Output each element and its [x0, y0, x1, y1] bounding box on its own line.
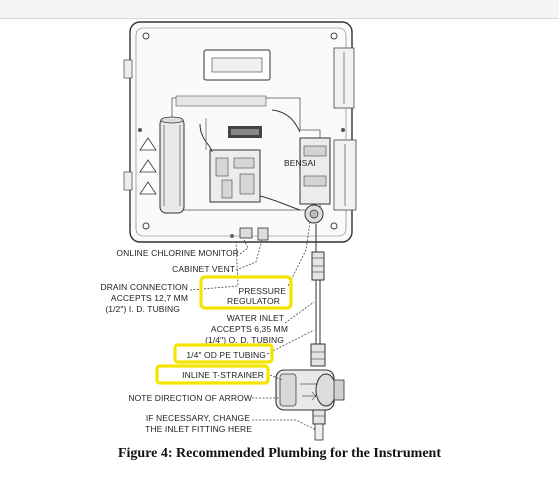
- leader-lines: [189, 221, 317, 431]
- label-water-inlet-1: WATER INLET: [227, 313, 284, 323]
- label-inlet-fitting-2: THE INLET FITTING HERE: [145, 424, 252, 434]
- device-badge-text: BENSAI: [284, 158, 316, 168]
- highlight-boxes: [155, 275, 293, 385]
- figure-caption: Figure 4: Recommended Plumbing for the I…: [117, 446, 442, 461]
- label-arrow-direction: NOTE DIRECTION OF ARROW: [128, 393, 252, 403]
- label-water-inlet-3: (1/4") O. D. TUBING: [205, 335, 284, 345]
- label-drain-connection-3: (1/2") I. D. TUBING: [105, 304, 180, 314]
- inlet-tubing-assembly: [275, 224, 345, 441]
- label-cabinet-vent: CABINET VENT: [172, 264, 235, 274]
- label-pressure-regulator-2: REGULATOR: [227, 296, 280, 306]
- highlight-inline-strainer: [155, 364, 270, 385]
- label-inline-t-strainer: INLINE T-STRAINER: [182, 370, 264, 380]
- label-pe-tubing: 1/4" OD PE TUBING: [186, 350, 266, 360]
- label-drain-connection-2: ACCEPTS 12,7 MM: [111, 293, 188, 303]
- instrument-cabinet: BENSAI: [123, 21, 357, 243]
- highlight-pressure-regulator: [199, 275, 293, 310]
- label-inlet-fitting-1: IF NECESSARY, CHANGE: [146, 413, 250, 423]
- label-online-chlorine-monitor: ONLINE CHLORINE MONITOR: [116, 248, 239, 258]
- callout-labels: ONLINE CHLORINE MONITOR CABINET VENT DRA…: [100, 248, 288, 434]
- label-water-inlet-2: ACCEPTS 6,35 MM: [211, 324, 288, 334]
- top-toolbar-strip: [0, 0, 559, 19]
- highlight-pe-tubing: [173, 343, 274, 364]
- label-pressure-regulator-1: PRESSURE: [238, 286, 286, 296]
- label-drain-connection-1: DRAIN CONNECTION: [100, 282, 188, 292]
